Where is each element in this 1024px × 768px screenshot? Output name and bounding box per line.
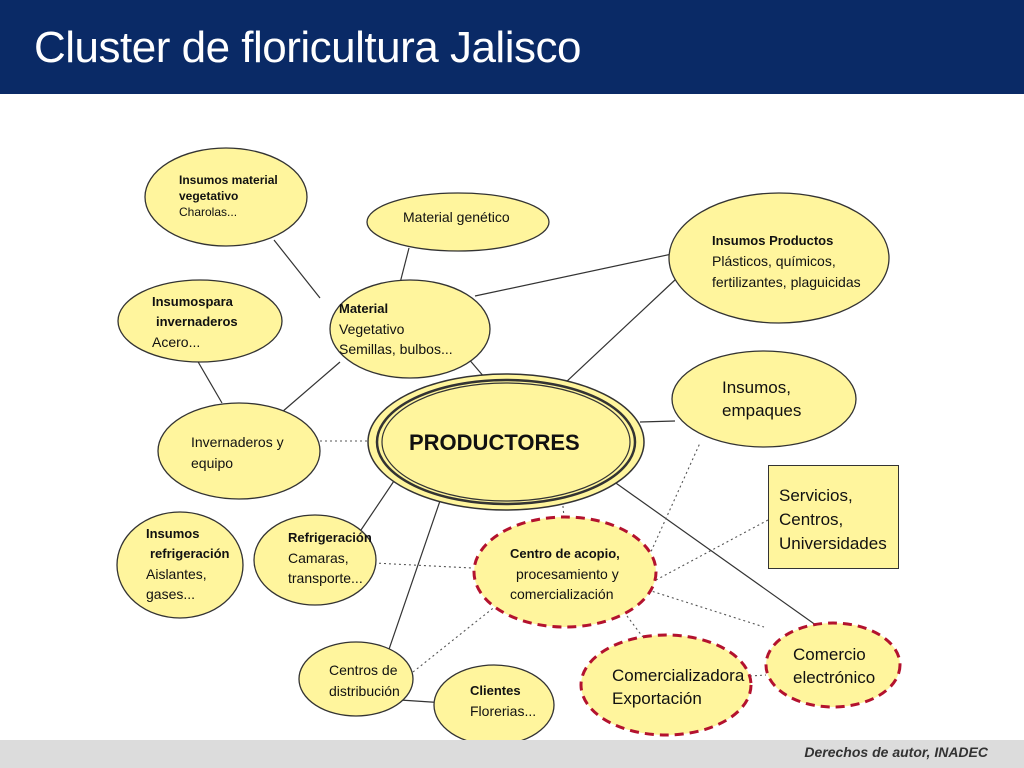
label-refrigeracion: Refrigeración Camaras, transporte... <box>288 530 372 586</box>
connector <box>399 247 410 284</box>
connector <box>639 420 676 423</box>
productores-label: PRODUCTORES <box>409 430 580 455</box>
node-invernaderos-equipo <box>157 402 321 500</box>
dotted-connector <box>626 615 646 641</box>
connector <box>474 247 701 297</box>
dotted-connector <box>647 589 765 628</box>
label-material-vegetativo: Material Vegetativo Semillas, bulbos... <box>339 301 453 357</box>
label-insumos-productos: Insumos Productos Plásticos, químicos, f… <box>712 233 861 290</box>
node-insumos-material <box>144 147 308 247</box>
label-material-genetico: Material genético <box>403 209 510 225</box>
slide-title: Cluster de floricultura Jalisco <box>34 23 581 72</box>
connector <box>273 239 321 299</box>
dotted-connector <box>412 604 498 673</box>
node-material-genetico <box>366 192 550 252</box>
node-insumos-productos <box>668 192 890 324</box>
servicios-box <box>768 465 899 569</box>
dotted-connector <box>644 442 701 566</box>
label-insumos-material: Insumos material vegetativo Charolas... <box>179 173 278 219</box>
label-servicios: Servicios, Centros, Universidades <box>779 486 887 553</box>
label-insumos-refrigeracion: Insumos refrigeración Aislantes, gases..… <box>146 526 230 602</box>
node-centro-acopio <box>472 515 658 629</box>
connector <box>612 480 821 629</box>
connector <box>196 359 223 404</box>
dotted-connector <box>373 562 473 569</box>
node-insumos-empaques <box>671 350 857 448</box>
dotted-connector <box>655 519 769 581</box>
connector <box>360 477 397 531</box>
footer-bar <box>0 740 1024 768</box>
node-insumos-invernaderos <box>117 279 283 363</box>
node-comercio-electronico <box>764 621 902 709</box>
node-comercializadora <box>579 633 753 737</box>
label-insumos-invernaderos: Insumospara invernaderos Acero... <box>152 294 238 350</box>
node-material-vegetativo <box>329 279 491 379</box>
title-bar: Cluster de floricultura Jalisco <box>0 0 1024 94</box>
label-centros-distribucion: Centros de distribución <box>329 662 400 699</box>
connector <box>385 497 442 659</box>
connector <box>564 278 677 384</box>
connector <box>281 361 341 413</box>
node-refrigeracion <box>253 514 377 606</box>
node-insumos-refrigeracion <box>116 511 244 619</box>
label-clientes: Clientes Florerias... <box>470 683 537 719</box>
label-insumos-empaques: Insumos, empaques <box>722 378 802 420</box>
label-centro-acopio: Centro de acopio, procesamiento y comerc… <box>510 546 620 602</box>
copyright-text: Derechos de autor, INADEC <box>804 744 988 760</box>
label-invernaderos-equipo: Invernaderos y equipo <box>191 434 284 471</box>
dotted-connector <box>561 495 565 518</box>
node-centros-distribucion <box>298 641 414 717</box>
label-comercio-electronico: Comercio electrónico <box>793 645 876 687</box>
label-comercializadora: Comercializadora Exportación <box>612 666 745 708</box>
productores-hub <box>367 373 645 511</box>
dotted-connector <box>749 674 767 677</box>
